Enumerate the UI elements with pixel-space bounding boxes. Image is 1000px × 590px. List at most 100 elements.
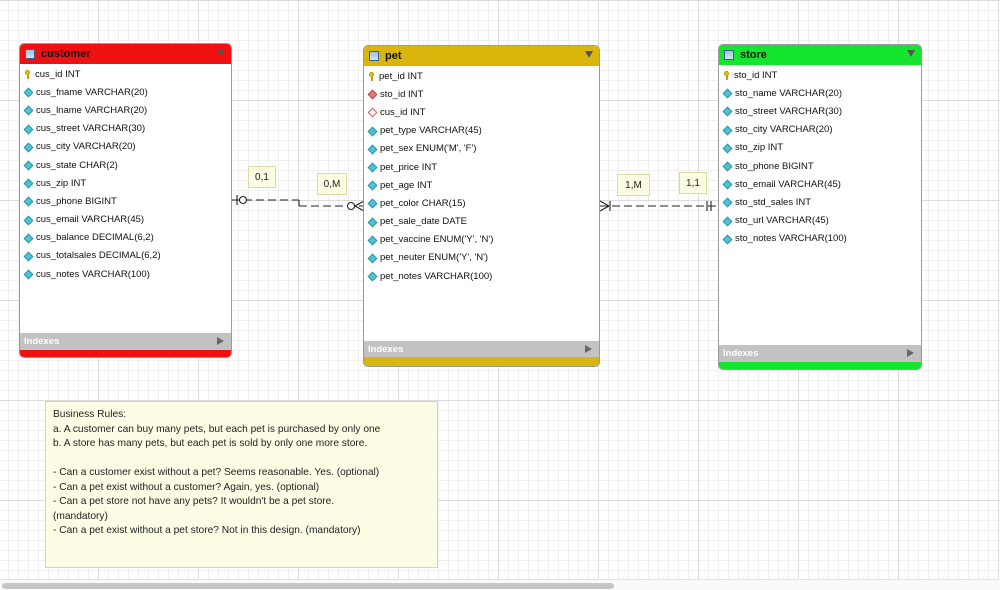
column-row[interactable]: cus_id INT [364, 103, 599, 121]
store-table-header[interactable]: store [719, 45, 921, 65]
column-row[interactable]: cus_zip INT [20, 174, 231, 192]
customer-table[interactable]: customer cus_id INT cus_fname VARCHAR(20)… [19, 43, 232, 358]
column-row[interactable]: cus_totalsales DECIMAL(6,2) [20, 247, 231, 265]
column-label: sto_url VARCHAR(45) [735, 215, 829, 227]
column-label: sto_phone BIGINT [735, 160, 814, 172]
column-row[interactable]: sto_name VARCHAR(20) [719, 84, 921, 102]
column-row[interactable]: pet_neuter ENUM('Y', 'N') [364, 249, 599, 267]
column-row[interactable]: cus_city VARCHAR(20) [20, 138, 231, 156]
column-row[interactable]: sto_city VARCHAR(20) [719, 121, 921, 139]
attribute-icon [24, 143, 32, 151]
attribute-icon [24, 197, 32, 205]
column-label: cus_balance DECIMAL(6,2) [36, 232, 154, 244]
column-row[interactable]: sto_id INT [364, 85, 599, 103]
column-label: pet_age INT [380, 179, 433, 191]
attribute-icon [24, 234, 32, 242]
column-row[interactable]: sto_email VARCHAR(45) [719, 175, 921, 193]
foreign-key-icon [368, 90, 376, 98]
indexes-label: Indexes [368, 344, 404, 355]
indexes-section[interactable]: Indexes [719, 345, 921, 362]
column-label: cus_fname VARCHAR(20) [36, 86, 148, 98]
attribute-icon [368, 163, 376, 171]
horizontal-scrollbar-thumb[interactable] [2, 583, 614, 589]
collapse-arrow-icon[interactable] [585, 51, 593, 58]
column-row[interactable]: sto_street VARCHAR(30) [719, 102, 921, 120]
store-table[interactable]: store sto_id INT sto_name VARCHAR(20) sto_… [718, 44, 922, 370]
column-label: sto_email VARCHAR(45) [735, 178, 841, 190]
column-row[interactable]: sto_id INT [719, 66, 921, 84]
column-row[interactable]: pet_age INT [364, 176, 599, 194]
attribute-icon [723, 235, 731, 243]
column-row[interactable]: pet_notes VARCHAR(100) [364, 267, 599, 285]
column-row[interactable]: sto_url VARCHAR(45) [719, 212, 921, 230]
business-rules-note[interactable]: Business Rules:a. A customer can buy man… [45, 401, 438, 568]
column-row[interactable]: cus_balance DECIMAL(6,2) [20, 229, 231, 247]
note-line: - Can a customer exist without a pet? Se… [53, 467, 380, 478]
column-row[interactable]: sto_std_sales INT [719, 193, 921, 211]
column-row[interactable]: pet_type VARCHAR(45) [364, 122, 599, 140]
attribute-icon [368, 218, 376, 226]
column-label: pet_color CHAR(15) [380, 197, 466, 209]
attribute-icon [24, 88, 32, 96]
column-row[interactable]: pet_id INT [364, 67, 599, 85]
expand-arrow-icon[interactable] [907, 349, 914, 357]
pet-table-header[interactable]: pet [364, 46, 599, 66]
optional-circle-marker [346, 201, 356, 211]
key-icon [24, 70, 31, 80]
column-row[interactable]: cus_email VARCHAR(45) [20, 211, 231, 229]
column-row[interactable]: cus_phone BIGINT [20, 192, 231, 210]
column-row[interactable]: cus_state CHAR(2) [20, 156, 231, 174]
expand-arrow-icon[interactable] [585, 345, 592, 353]
column-row[interactable]: pet_sale_date DATE [364, 213, 599, 231]
column-list: pet_id INT sto_id INT cus_id INT pet_type V… [364, 66, 599, 285]
column-row[interactable]: pet_sex ENUM('M', 'F') [364, 140, 599, 158]
column-row[interactable]: cus_lname VARCHAR(20) [20, 101, 231, 119]
indexes-section[interactable]: Indexes [364, 341, 599, 358]
column-row[interactable]: pet_vaccine ENUM('Y', 'N') [364, 231, 599, 249]
column-label: sto_id INT [380, 88, 424, 100]
attribute-icon [723, 126, 731, 134]
column-label: sto_notes VARCHAR(100) [735, 233, 847, 245]
column-label: cus_id INT [380, 106, 426, 118]
column-row[interactable]: cus_id INT [20, 65, 231, 83]
cardinality-label-store-side: 1,1 [679, 172, 707, 194]
column-list: cus_id INT cus_fname VARCHAR(20) cus_lname… [20, 64, 231, 283]
column-row[interactable]: cus_notes VARCHAR(100) [20, 265, 231, 283]
column-row[interactable]: sto_phone BIGINT [719, 157, 921, 175]
attribute-icon [24, 216, 32, 224]
column-label: pet_price INT [380, 161, 438, 173]
pet-table[interactable]: pet pet_id INT sto_id INT cus_id INT pet_ty… [363, 45, 600, 367]
attribute-icon [24, 161, 32, 169]
collapse-arrow-icon[interactable] [907, 50, 915, 57]
table-name: pet [385, 50, 402, 62]
column-row[interactable]: sto_notes VARCHAR(100) [719, 230, 921, 248]
customer-table-header[interactable]: customer [20, 44, 231, 64]
column-label: cus_totalsales DECIMAL(6,2) [36, 250, 161, 262]
column-label: sto_zip INT [735, 142, 784, 154]
column-label: cus_zip INT [36, 177, 87, 189]
table-icon [724, 50, 734, 60]
column-label: pet_neuter ENUM('Y', 'N') [380, 252, 489, 264]
column-label: cus_id INT [35, 68, 81, 80]
customer-pet-relationship [232, 195, 365, 212]
column-row[interactable]: pet_color CHAR(15) [364, 194, 599, 212]
column-row[interactable]: cus_fname VARCHAR(20) [20, 83, 231, 101]
attribute-icon [368, 199, 376, 207]
attribute-icon [368, 254, 376, 262]
indexes-section[interactable]: Indexes [20, 333, 231, 350]
key-icon [723, 71, 730, 81]
collapse-arrow-icon[interactable] [217, 49, 225, 56]
attribute-icon [723, 162, 731, 170]
attribute-icon [723, 198, 731, 206]
note-line: b. A store has many pets, but each pet i… [53, 438, 368, 449]
table-footer-band [364, 357, 599, 366]
column-row[interactable]: sto_zip INT [719, 139, 921, 157]
key-icon [368, 72, 375, 82]
note-line: Business Rules: [53, 409, 127, 420]
column-row[interactable]: pet_price INT [364, 158, 599, 176]
column-label: sto_name VARCHAR(20) [735, 87, 843, 99]
cardinality-label-pet-side: 0,M [317, 173, 347, 195]
column-row[interactable]: cus_street VARCHAR(30) [20, 120, 231, 138]
column-label: cus_city VARCHAR(20) [36, 141, 136, 153]
expand-arrow-icon[interactable] [217, 337, 224, 345]
